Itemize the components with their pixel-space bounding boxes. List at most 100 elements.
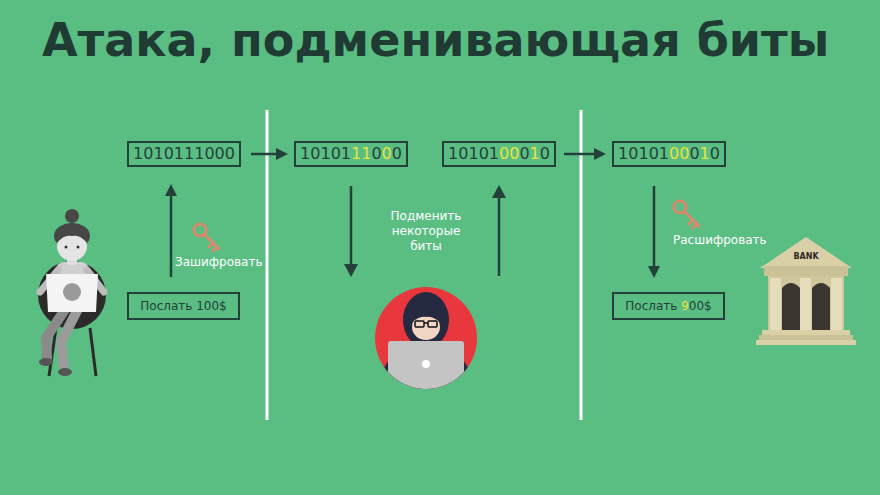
bank-column: [770, 278, 781, 330]
text-char: 1: [320, 144, 330, 163]
flow-arrow: [251, 153, 276, 156]
bank-step: [756, 340, 856, 345]
text-char: 1: [468, 144, 478, 163]
text-char: а: [171, 299, 178, 313]
edge-label: Расшифровать: [673, 233, 767, 248]
node-label: 1010111000: [300, 144, 402, 163]
text-char: а: [656, 299, 663, 313]
text-char: л: [163, 299, 171, 313]
text-char: о: [149, 299, 156, 313]
message-box: Послать 100$: [127, 292, 240, 320]
text-char: 0: [679, 144, 689, 163]
separator-line: [580, 110, 583, 420]
hacker-figure: [375, 287, 477, 395]
glasses-bridge: [424, 322, 428, 324]
arrow-head: [492, 185, 506, 198]
text-char: [192, 299, 196, 313]
laptop-logo: [63, 283, 81, 301]
text-char: 1: [361, 144, 371, 163]
text-char: 0: [519, 144, 529, 163]
text-char: 0: [499, 144, 509, 163]
text-char: 0: [479, 144, 489, 163]
laptop: [46, 274, 98, 312]
bank-entablature: [764, 266, 848, 276]
text-char: 1: [530, 144, 540, 163]
text-char: 1: [184, 144, 194, 163]
arrow-shaft: [350, 186, 353, 266]
text-char: П: [140, 299, 149, 313]
laptop: [388, 341, 464, 391]
text-char: 1: [659, 144, 669, 163]
text-char: 0: [143, 144, 153, 163]
text-char: [677, 299, 681, 313]
text-char: П: [625, 299, 634, 313]
text-char: 1: [196, 299, 204, 313]
shoe: [58, 368, 72, 376]
hair-bun: [65, 209, 79, 223]
text-char: т: [663, 299, 670, 313]
text-char: 0: [164, 144, 174, 163]
key-tooth: [693, 224, 697, 228]
text-char: 1: [618, 144, 628, 163]
bit-string-box: 1010111000: [294, 141, 408, 167]
flow-arrow: [564, 153, 594, 156]
text-char: 0: [689, 299, 697, 313]
down-arrow: [344, 186, 358, 277]
key-icon: [194, 224, 219, 251]
up-arrow: [492, 185, 506, 276]
separator-line: [266, 110, 269, 420]
laptop-logo: [422, 360, 430, 368]
node-label: Послать 900$: [625, 299, 711, 313]
text-char: 1: [448, 144, 458, 163]
hair-fringe: [57, 229, 87, 243]
node-label: 1010100010: [618, 144, 720, 163]
key-icon: [674, 201, 699, 228]
text-char: 0: [649, 144, 659, 163]
text-char: 0: [628, 144, 638, 163]
node-label: 1010111000: [133, 144, 235, 163]
bank-roof: [760, 237, 852, 268]
bank-column: [831, 278, 842, 330]
text-char: 1: [174, 144, 184, 163]
leg: [61, 305, 80, 366]
eye: [65, 246, 68, 249]
node-label: Послать 100$: [140, 299, 226, 313]
eye: [77, 246, 80, 249]
arrow-head: [344, 264, 358, 277]
edge-label: Зашифровать: [175, 255, 263, 270]
flow-arrow: [653, 186, 656, 266]
message-box: Послать 900$: [612, 292, 725, 320]
text-char: 0: [225, 144, 235, 163]
text-char: 0: [331, 144, 341, 163]
text-char: 0: [204, 299, 212, 313]
text-char: $: [219, 299, 227, 313]
bank-door: [812, 283, 830, 330]
text-char: 1: [351, 144, 361, 163]
text-char: 0: [710, 144, 720, 163]
bank-step: [759, 335, 853, 340]
text-char: 1: [153, 144, 163, 163]
flow-arrow: [170, 196, 173, 277]
text-char: 1: [700, 144, 710, 163]
text-char: 0: [211, 299, 219, 313]
text-char: 0: [696, 299, 704, 313]
text-char: 0: [669, 144, 679, 163]
text-char: с: [157, 299, 164, 313]
bank-sign: BANK: [788, 252, 824, 262]
text-char: 0: [204, 144, 214, 163]
hood: [403, 292, 449, 348]
diagram-title: Атака, подменивающая биты: [42, 17, 829, 63]
text-char: $: [704, 299, 712, 313]
woman-figure: [38, 209, 106, 376]
text-char: 0: [215, 144, 225, 163]
text-char: 0: [310, 144, 320, 163]
text-char: 0: [540, 144, 550, 163]
bank-building: [756, 237, 856, 345]
text-char: 0: [371, 144, 381, 163]
bit-string-box: 1010100010: [612, 141, 726, 167]
text-char: 1: [194, 144, 204, 163]
key-tooth: [213, 247, 217, 251]
text-char: 1: [638, 144, 648, 163]
text-char: 0: [392, 144, 402, 163]
text-char: 0: [509, 144, 519, 163]
